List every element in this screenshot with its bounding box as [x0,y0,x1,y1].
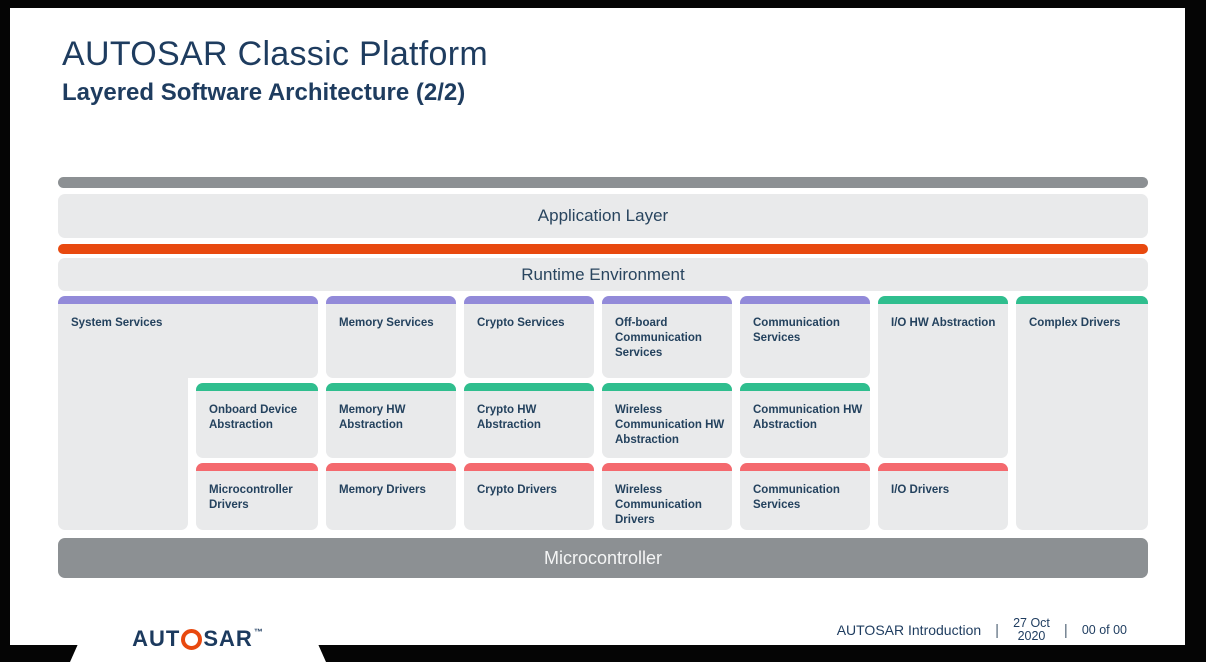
block-color-bar [464,463,594,471]
runtime-environment-label: Runtime Environment [521,264,685,284]
block-color-bar [602,296,732,304]
slide-footer: AUTOSAR Introduction | 27 Oct 2020 | 00 … [837,617,1127,643]
page-subtitle: Layered Software Architecture (2/2) [62,79,466,106]
block-color-bar [878,296,1008,304]
block-label: Memory Services [339,317,434,329]
footer-divider: | [995,621,1000,639]
block-memory-services: Memory Services [326,296,456,378]
block-label: System Services [71,317,163,329]
block-color-bar [1016,296,1148,304]
application-layer-block: Application Layer [58,194,1148,238]
block-label: Off-board Communication Services [615,317,702,360]
block-io-hw-abstraction: I/O HW Abstraction [878,296,1008,458]
block-label: Wireless Communication HW Abstraction [615,404,725,447]
logo-trademark: ™ [253,627,264,637]
block-wireless-communication-drivers: Wireless Communication Drivers [602,463,732,530]
block-color-bar [740,296,870,304]
block-crypto-drivers: Crypto Drivers [464,463,594,530]
block-label: Communication HW Abstraction [753,404,863,432]
block-system-services: System Services [58,304,318,378]
top-gray-rail [58,177,1148,188]
logo-text-left: AUT [132,626,181,651]
block-color-bar [740,463,870,471]
block-label: Wireless Communication Drivers [615,484,702,527]
block-label: Onboard Device Abstraction [209,404,298,432]
footer-date-line1: 27 Oct [1013,616,1050,630]
block-color-bar [878,463,1008,471]
block-crypto-services: Crypto Services [464,296,594,378]
block-complex-drivers: Complex Drivers [1016,296,1148,530]
block-color-bar [196,463,318,471]
gear-o-icon [181,628,203,650]
block-wireless-communication-hw-abstraction: Wireless Communication HW Abstraction [602,383,732,458]
block-label: Complex Drivers [1029,317,1121,329]
block-system-services-extension [58,368,188,530]
block-label: Crypto Drivers [477,484,557,496]
block-microcontroller-drivers: Microcontroller Drivers [196,463,318,530]
block-bottom-communication-services: Communication Services [740,463,870,530]
block-color-bar [326,463,456,471]
block-color-bar [464,383,594,391]
block-label: Communication Services [753,484,840,512]
rte-orange-rail [58,244,1148,254]
autosar-logo-tab: AUT SAR ™ [70,616,326,662]
block-color-bar [326,296,456,304]
block-label: Memory HW Abstraction [339,404,406,432]
block-onboard-device-abstraction: Onboard Device Abstraction [196,383,318,458]
block-color-bar [602,463,732,471]
footer-page-info: 00 of 00 [1081,623,1127,637]
block-label: Microcontroller Drivers [209,484,293,512]
block-color-bar [196,383,318,391]
slide-header: AUTOSAR Classic Platform Layered Softwar… [62,32,488,108]
logo-text-right: SAR [203,626,253,651]
block-system-services-header [58,296,318,304]
block-communication-hw-abstraction: Communication HW Abstraction [740,383,870,458]
block-label: Memory Drivers [339,484,426,496]
runtime-environment-block: Runtime Environment [58,258,1148,291]
block-communication-services: Communication Services [740,296,870,378]
slide-canvas: AUTOSAR Classic Platform Layered Softwar… [10,8,1185,645]
block-label: Crypto HW Abstraction [477,404,541,432]
block-label: Crypto Services [477,317,565,329]
footer-divider: | [1063,621,1068,639]
block-color-bar [464,296,594,304]
block-label: I/O Drivers [891,484,950,496]
block-color-bar [326,383,456,391]
autosar-logo: AUT SAR ™ [132,626,264,652]
block-io-drivers: I/O Drivers [878,463,1008,530]
footer-date-line2: 2020 [1017,629,1046,643]
block-memory-drivers: Memory Drivers [326,463,456,530]
microcontroller-label: Microcontroller [543,547,663,568]
block-color-bar [740,383,870,391]
block-crypto-hw-abstraction: Crypto HW Abstraction [464,383,594,458]
footer-date: 27 Oct 2020 [1013,617,1050,643]
footer-doc-title: AUTOSAR Introduction [836,622,982,638]
block-offboard-communication-services: Off-board Communication Services [602,296,732,378]
block-memory-hw-abstraction: Memory HW Abstraction [326,383,456,458]
page-title: AUTOSAR Classic Platform [62,35,488,73]
application-layer-label: Application Layer [537,206,669,225]
block-label: I/O HW Abstraction [891,317,996,329]
block-color-bar [602,383,732,391]
microcontroller-bar: Microcontroller [58,538,1148,578]
block-label: Communication Services [753,317,840,345]
